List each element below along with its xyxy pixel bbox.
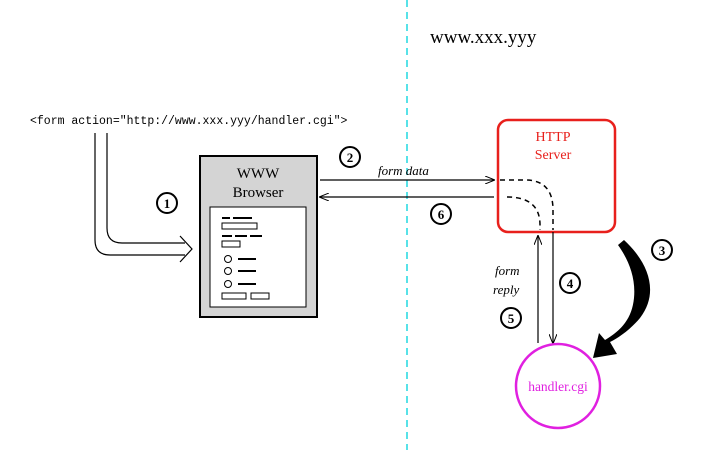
http-server: HTTP Server [496, 118, 617, 234]
step-2-number: 2 [347, 150, 354, 165]
browser-label-line2: Browser [233, 185, 284, 201]
server-label-line1: HTTP [536, 130, 571, 145]
spawn-handler-arrow [593, 240, 651, 358]
server-label-line2: Server [535, 148, 572, 163]
form-data-label: form data [378, 163, 429, 178]
form-tag-text: <form action="http://www.xxx.yyy/handler… [30, 115, 348, 128]
step-5-badge: 5 [500, 307, 522, 329]
server-internal-paths [500, 179, 554, 230]
browser-label-line1: WWW [237, 166, 280, 182]
handler-label: handler.cgi [528, 379, 588, 394]
form-to-browser-arrow [94, 133, 193, 263]
www-browser: WWW Browser [199, 155, 318, 318]
step-4-number: 4 [567, 276, 574, 291]
host-label: www.xxx.yyy [430, 27, 537, 48]
form-label: form [495, 263, 520, 278]
step-6-badge: 6 [430, 203, 452, 225]
step-6-number: 6 [438, 207, 445, 222]
browser-form-panel [209, 206, 307, 308]
step-3-badge: 3 [651, 239, 673, 261]
handler-cgi: handler.cgi [514, 342, 602, 430]
form-icon [221, 217, 270, 300]
reply-label: reply [493, 282, 519, 297]
step-2-badge: 2 [339, 146, 361, 168]
step-5-number: 5 [508, 311, 515, 326]
step-3-number: 3 [659, 243, 666, 258]
step-4-badge: 4 [559, 272, 581, 294]
step-1-number: 1 [164, 196, 171, 211]
step-1-badge: 1 [156, 192, 178, 214]
